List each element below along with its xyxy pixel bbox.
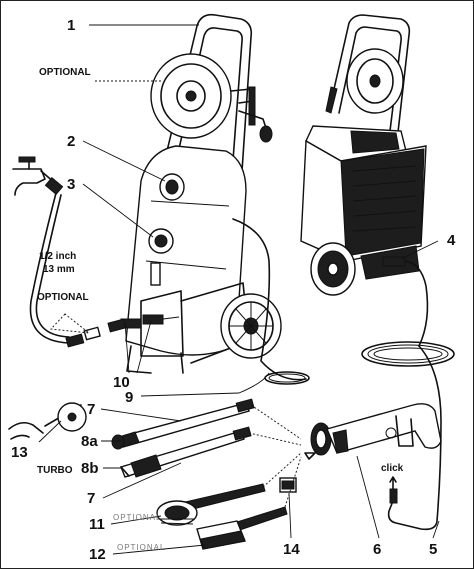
label-7b: 7 xyxy=(87,490,95,507)
rotating-brush-11 xyxy=(156,483,266,526)
hose-gun-coupling xyxy=(389,488,398,504)
label-turbo: TURBO xyxy=(37,465,73,476)
main-wheel xyxy=(220,293,282,359)
label-8a: 8a xyxy=(81,433,98,450)
label-2: 2 xyxy=(67,133,75,150)
label-1: 1 xyxy=(67,17,75,34)
nozzle-cleaning-detail xyxy=(8,402,87,440)
label-13: 13 xyxy=(11,444,28,461)
label-optional-top: OPTIONAL xyxy=(39,67,91,78)
label-mm: 13 mm xyxy=(43,264,75,275)
main-pressure-washer xyxy=(120,13,310,385)
hose-reel xyxy=(150,53,273,143)
optional-hose-bracket xyxy=(50,313,91,334)
second-pressure-washer xyxy=(300,14,455,367)
label-inch: 1/2 inch xyxy=(39,251,76,262)
detergent-window xyxy=(150,262,161,286)
outlet-coupling xyxy=(142,314,164,325)
label-optional-brush2: OPTIONAL xyxy=(117,543,165,552)
label-click: click xyxy=(381,463,404,474)
label-10: 10 xyxy=(113,374,130,391)
click-arrow xyxy=(304,452,316,460)
spray-gun xyxy=(310,403,442,456)
label-12: 12 xyxy=(89,546,106,563)
label-11: 11 xyxy=(89,516,105,533)
label-7a: 7 xyxy=(87,401,95,418)
label-6: 6 xyxy=(373,541,381,558)
label-4: 4 xyxy=(447,232,456,249)
label-8b: 8b xyxy=(81,460,99,477)
label-optional-brush1: OPTIONAL xyxy=(113,513,161,522)
supply-hose xyxy=(29,192,127,348)
lance-8b-turbo xyxy=(120,426,252,478)
label-9: 9 xyxy=(125,389,133,406)
water-tap xyxy=(12,156,64,196)
leader-lines xyxy=(38,24,440,555)
label-14: 14 xyxy=(283,541,300,558)
label-optional-hose: OPTIONAL xyxy=(37,292,89,303)
lance-8a xyxy=(111,398,255,450)
label-3: 3 xyxy=(67,176,75,193)
label-5: 5 xyxy=(429,541,437,558)
fixed-brush-12 xyxy=(196,506,288,550)
